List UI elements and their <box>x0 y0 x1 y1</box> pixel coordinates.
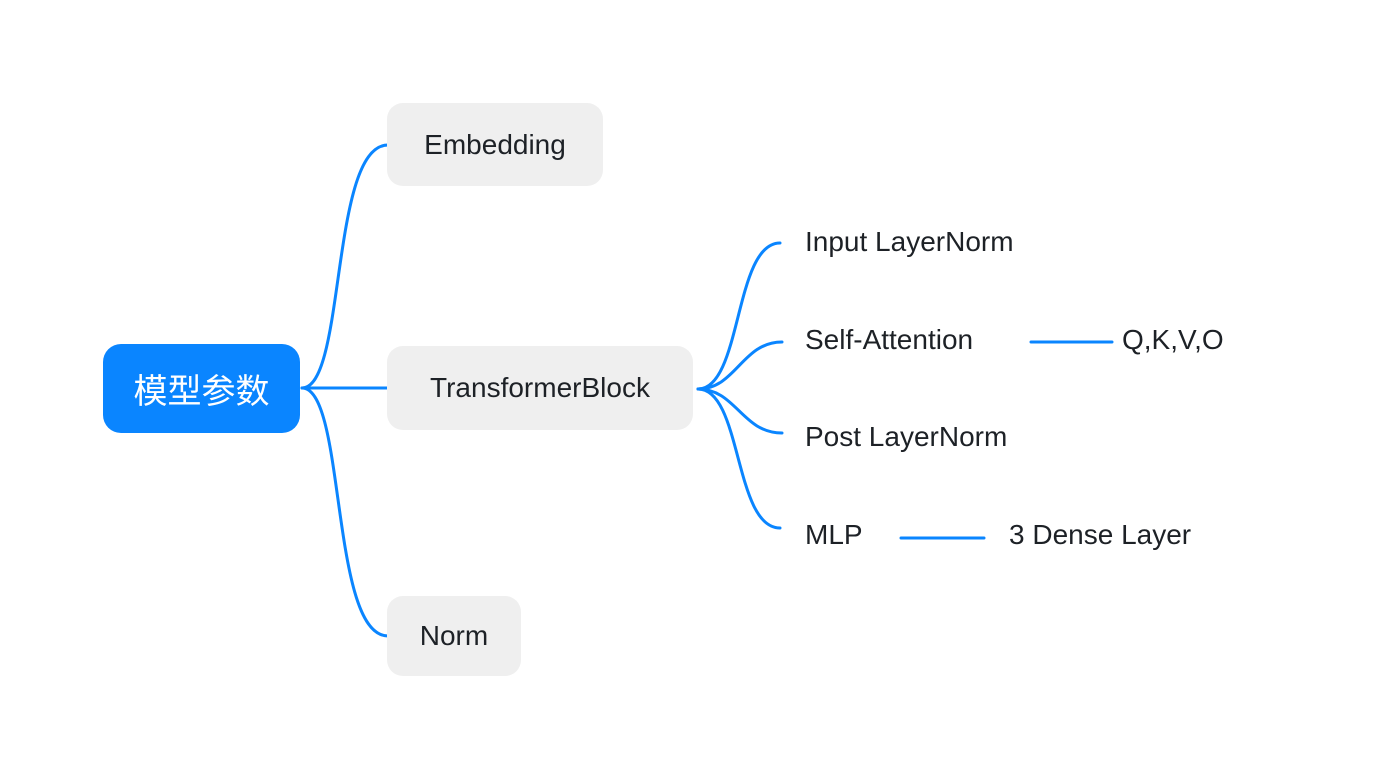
node-qkvo[interactable]: Q,K,V,O <box>1122 320 1224 360</box>
connector-root-embedding <box>300 143 390 390</box>
node-norm[interactable]: Norm <box>387 596 521 676</box>
node-root[interactable]: 模型参数 <box>103 344 300 433</box>
node-embedding-label: Embedding <box>424 128 566 160</box>
node-qkvo-label: Q,K,V,O <box>1122 324 1224 355</box>
node-root-label: 模型参数 <box>133 373 270 411</box>
node-transformerblock[interactable]: TransformerBlock <box>387 346 693 430</box>
connector-transformerblock-mlp <box>696 387 782 530</box>
node-embedding[interactable]: Embedding <box>387 103 603 186</box>
connector-transformerblock-self-attention <box>696 340 784 391</box>
node-input-layernorm[interactable]: Input LayerNorm <box>805 222 1014 262</box>
connector-transformerblock-input-layernorm <box>696 241 782 391</box>
node-mlp-label: MLP <box>805 519 863 550</box>
node-input-layernorm-label: Input LayerNorm <box>805 226 1014 257</box>
node-self-attention-label: Self-Attention <box>805 324 974 355</box>
node-dense-layer[interactable]: 3 Dense Layer <box>1009 515 1191 555</box>
node-transformerblock-label: TransformerBlock <box>430 372 650 403</box>
connector-root-norm <box>300 386 390 638</box>
node-dense-layer-label: 3 Dense Layer <box>1009 519 1192 550</box>
node-post-layernorm-label: Post LayerNorm <box>805 421 1008 452</box>
node-norm-label: Norm <box>419 620 489 651</box>
node-self-attention[interactable]: Self-Attention <box>805 320 973 360</box>
connector-transformerblock-post-layernorm <box>696 387 784 435</box>
node-post-layernorm[interactable]: Post LayerNorm <box>805 417 1007 457</box>
node-mlp[interactable]: MLP <box>805 515 863 555</box>
